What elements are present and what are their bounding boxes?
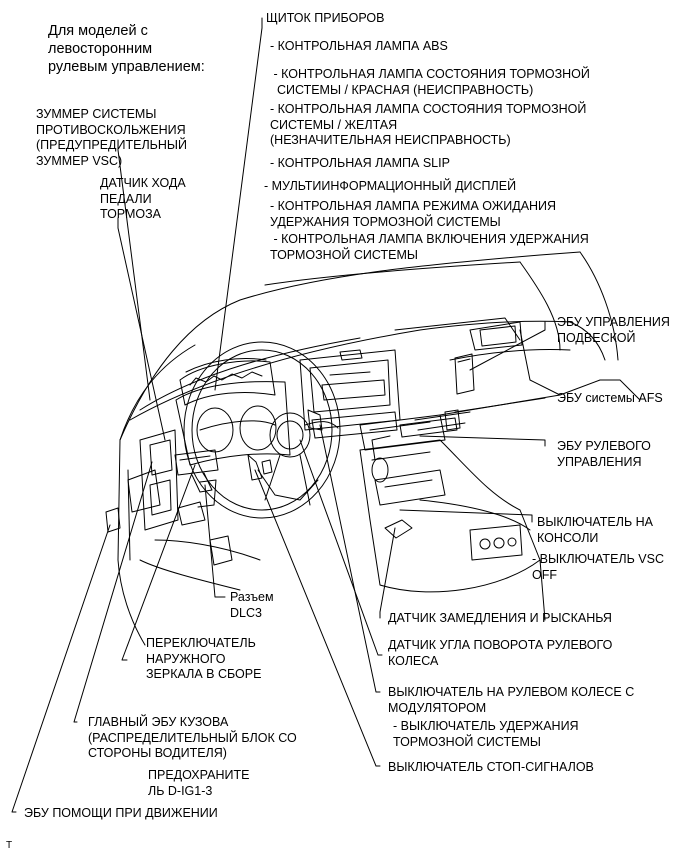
meter-item-abs: - КОНТРОЛЬНАЯ ЛАМПА ABS — [270, 39, 448, 53]
meter-item-brake-red: - КОНТРОЛЬНАЯ ЛАМПА СОСТОЯНИЯ ТОРМОЗНОЙ … — [273, 67, 590, 97]
label-combination-meter: ЩИТОК ПРИБОРОВ — [266, 11, 385, 25]
label-fuse: ПРЕДОХРАНИТЕ ЛЬ D-IG1-3 — [148, 768, 250, 798]
meter-item-brake-yellow: - КОНТРОЛЬНАЯ ЛАМПА СОСТОЯНИЯ ТОРМОЗНОЙ … — [270, 102, 587, 147]
label-wheel-switch: ВЫКЛЮЧАТЕЛЬ НА РУЛЕВОМ КОЛЕСЕ С МОДУЛЯТО… — [388, 685, 635, 715]
header-text: Для моделей с левосторонним рулевым упра… — [48, 23, 205, 75]
label-suspension-ecu: ЭБУ УПРАВЛЕНИЯ ПОДВЕСКОЙ — [557, 315, 670, 345]
meter-item-hold-on: - КОНТРОЛЬНАЯ ЛАМПА ВКЛЮЧЕНИЯ УДЕРЖАНИЯ … — [270, 232, 589, 262]
lower-dash — [127, 429, 261, 591]
label-afs-ecu: ЭБУ системы AFS — [557, 391, 663, 405]
windshield-outline — [117, 251, 619, 646]
label-mirror-switch: ПЕРЕКЛЮЧАТЕЛЬ НАРУЖНОГО ЗЕРКАЛА В СБОРЕ — [146, 636, 262, 681]
footer-mark: T — [6, 840, 13, 851]
component-parts — [105, 353, 475, 539]
steering-wheel — [183, 341, 341, 519]
center-stack — [299, 349, 446, 451]
label-buzzer: ЗУММЕР СИСТЕМЫ ПРОТИВОСКОЛЬЖЕНИЯ (ПРЕДУП… — [36, 107, 187, 168]
instrument-cluster — [175, 358, 291, 466]
label-dlc3: Разъем DLC3 — [230, 590, 274, 620]
meter-item-slip: - КОНТРОЛЬНАЯ ЛАМПА SLIP — [270, 156, 450, 170]
label-steering-ecu: ЭБУ РУЛЕВОГО УПРАВЛЕНИЯ — [557, 439, 651, 469]
label-body-ecu: ГЛАВНЫЙ ЭБУ КУЗОВА (РАСПРЕДЕЛИТЕЛЬНЫЙ БЛ… — [88, 715, 297, 760]
label-angle-sensor: ДАТЧИК УГЛА ПОВОРОТА РУЛЕВОГО КОЛЕСА — [388, 638, 613, 668]
meter-item-hold-standby: - КОНТРОЛЬНАЯ ЛАМПА РЕЖИМА ОЖИДАНИЯ УДЕР… — [270, 199, 557, 229]
label-vsc-off: - ВЫКЛЮЧАТЕЛЬ VSC OFF — [532, 552, 664, 582]
meter-item-multi-display: - МУЛЬТИИНФОРМАЦИОННЫЙ ДИСПЛЕЙ — [264, 179, 517, 193]
label-console-switch: ВЫКЛЮЧАТЕЛЬ НА КОНСОЛИ — [537, 515, 654, 545]
label-hold-switch: - ВЫКЛЮЧАТЕЛЬ УДЕРЖАНИЯ ТОРМОЗНОЙ СИСТЕМ… — [393, 719, 579, 749]
leader-lines — [11, 17, 546, 813]
label-yaw-sensor: ДАТЧИК ЗАМЕДЛЕНИЯ И РЫСКАНЬЯ — [388, 611, 612, 625]
label-pedal-sensor: ДАТЧИК ХОДА ПЕДАЛИ ТОРМОЗА — [100, 176, 186, 221]
label-driving-support-ecu: ЭБУ ПОМОЩИ ПРИ ДВИЖЕНИИ — [24, 806, 218, 820]
label-stop-switch: ВЫКЛЮЧАТЕЛЬ СТОП-СИГНАЛОВ — [388, 760, 594, 774]
center-console — [359, 435, 546, 621]
